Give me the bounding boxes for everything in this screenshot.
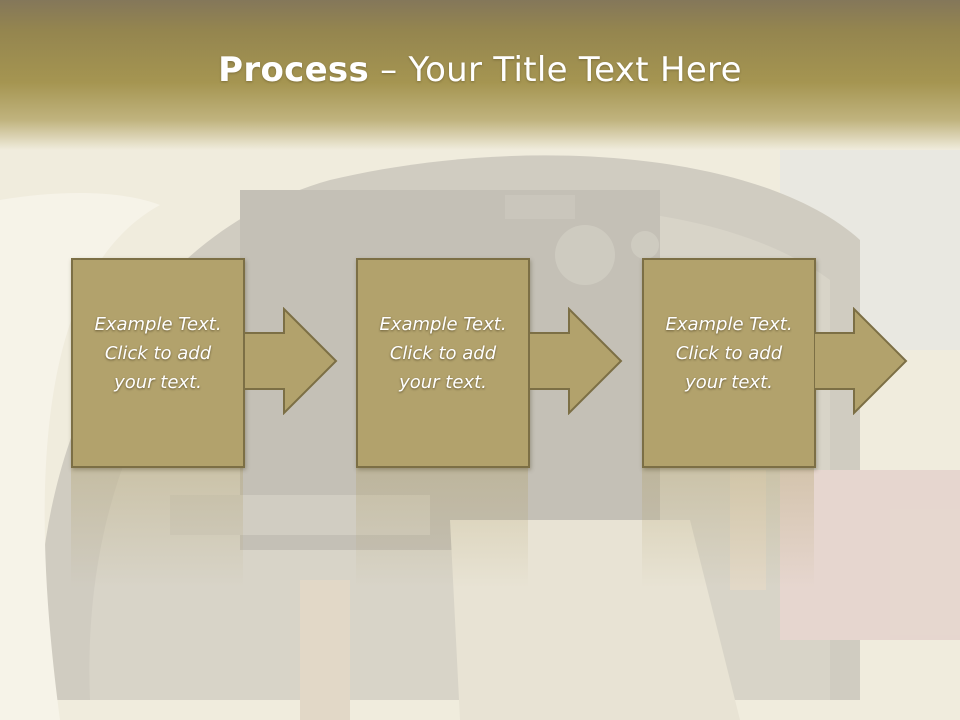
title-band — [0, 0, 960, 150]
arrow-right-icon — [529, 307, 623, 415]
arrow-right-icon — [814, 307, 908, 415]
process-step-1[interactable]: Example Text. Click to add your text. — [71, 258, 245, 468]
process-step-2[interactable]: Example Text. Click to add your text. — [356, 258, 530, 468]
step-box — [642, 258, 816, 468]
step-1-text[interactable]: Example Text. Click to add your text. — [94, 314, 222, 393]
step-2-text[interactable]: Example Text. Click to add your text. — [379, 314, 507, 393]
arrow-right-icon — [244, 307, 338, 415]
title-rest: – Your Title Text Here — [369, 50, 742, 90]
title-bold: Process — [218, 50, 370, 90]
step-3-reflection — [642, 468, 814, 588]
slide-title[interactable]: Process – Your Title Text Here — [0, 50, 960, 90]
step-3-text[interactable]: Example Text. Click to add your text. — [665, 314, 793, 393]
process-step-3[interactable]: Example Text. Click to add your text. — [642, 258, 816, 468]
step-2-reflection — [356, 468, 528, 588]
step-box — [71, 258, 245, 468]
step-1-reflection — [71, 468, 243, 588]
